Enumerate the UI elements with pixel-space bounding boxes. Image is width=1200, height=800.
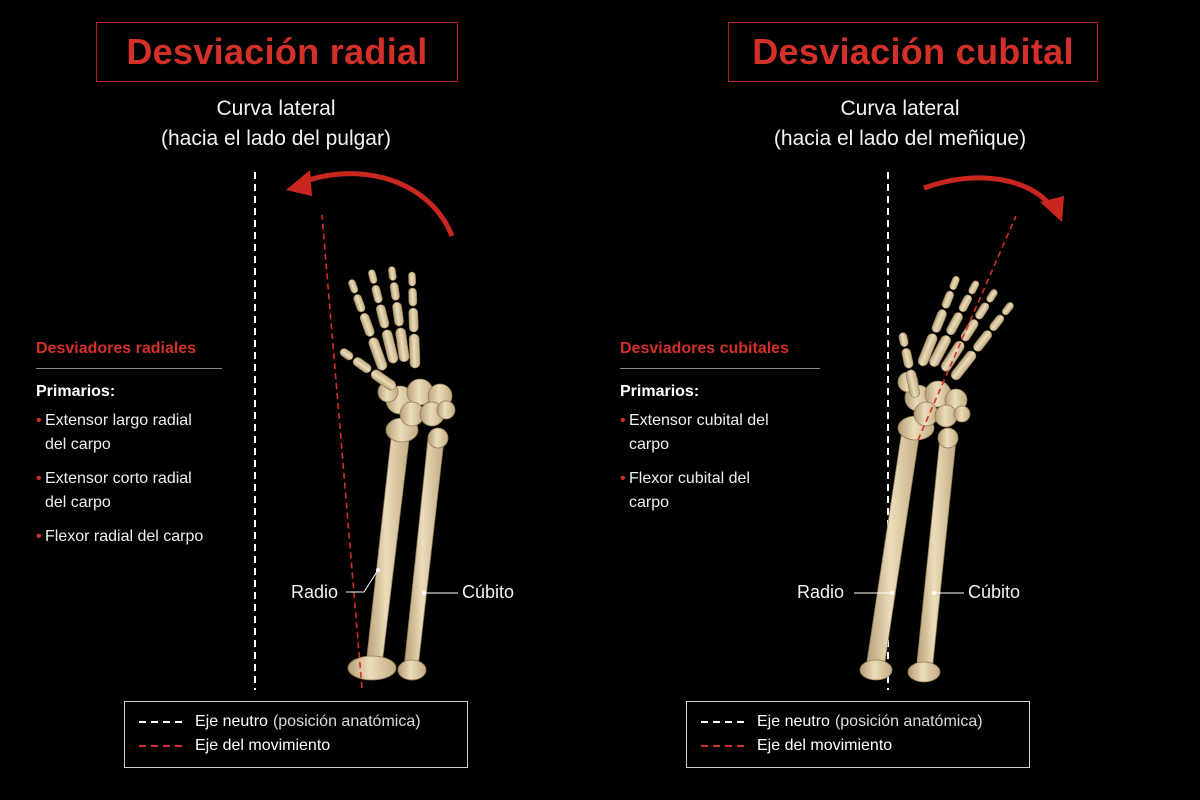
- list-item: Extensor corto radial del carpo: [36, 467, 195, 515]
- radial-forearm: [347, 417, 449, 681]
- radial-muscles-panel: Desviadores radiales Primarios: Extensor…: [36, 340, 266, 559]
- ulnar-radius-label: Radio: [797, 582, 845, 602]
- legend-movement-label: Eje del movimiento: [757, 737, 893, 754]
- divider: [620, 368, 820, 369]
- primary-label: Primarios:: [620, 383, 700, 400]
- radial-legend: Eje neutro (posición anatómica) Eje del …: [124, 701, 468, 768]
- radial-title: Desviación radial: [126, 31, 428, 72]
- radial-carpals: [377, 378, 456, 427]
- ulnar-subtitle: Curva lateral (hacia el lado del meñique…: [773, 97, 1027, 150]
- list-item: Extensor cubital del carpo: [620, 409, 779, 457]
- legend-movement-label: Eje del movimiento: [195, 737, 331, 754]
- legend-movement-swatch: [701, 745, 747, 747]
- list-item: Extensor largo radial del carpo: [36, 409, 195, 457]
- list-item: Flexor cubital del carpo: [620, 467, 759, 515]
- ulnar-legend: Eje neutro (posición anatómica) Eje del …: [686, 701, 1030, 768]
- radial-muscle-list: Extensor largo radial del carpo Extensor…: [36, 409, 266, 549]
- primary-label: Primarios:: [36, 383, 116, 400]
- legend-neutral-swatch: [139, 721, 185, 723]
- legend-neutral-swatch: [701, 721, 747, 723]
- ulnar-movement-axis: [917, 215, 1017, 441]
- legend-neutral-label: Eje neutro: [757, 713, 830, 730]
- ulnar-title-box: Desviación cubital: [728, 22, 1098, 82]
- radial-radius-label: Radio: [291, 582, 339, 602]
- legend-neutral-note: (posición anatómica): [834, 713, 983, 730]
- ulnar-fingers: [898, 274, 1017, 398]
- divider: [36, 368, 222, 369]
- radial-fingers: [339, 265, 421, 391]
- ulnar-muscles-title: Desviadores cubitales: [620, 340, 789, 357]
- ulnar-muscles-panel: Desviadores cubitales Primarios: Extenso…: [620, 340, 850, 525]
- ulnar-title: Desviación cubital: [752, 31, 1074, 72]
- legend-neutral-note: (posición anatómica): [272, 713, 421, 730]
- legend-row-neutral: Eje neutro (posición anatómica): [139, 710, 453, 734]
- radial-ulna-label: Cúbito: [462, 582, 515, 602]
- ulnar-forearm: [859, 415, 959, 683]
- radial-movement-axis: [321, 214, 363, 689]
- curved-arrow-right-icon: [923, 175, 1064, 222]
- legend-row-movement: Eje del movimiento: [701, 734, 1015, 758]
- radial-muscles-title: Desviadores radiales: [36, 340, 197, 357]
- radial-title-box: Desviación radial: [96, 22, 458, 82]
- radial-subtitle: Curva lateral (hacia el lado del pulgar): [161, 97, 391, 150]
- legend-row-neutral: Eje neutro (posición anatómica): [701, 710, 1015, 734]
- ulnar-ulna-label: Cúbito: [968, 582, 1021, 602]
- legend-neutral-label: Eje neutro: [195, 713, 268, 730]
- legend-row-movement: Eje del movimiento: [139, 734, 453, 758]
- legend-movement-swatch: [139, 745, 185, 747]
- list-item: Flexor radial del carpo: [36, 525, 266, 549]
- curved-arrow-left-icon: [286, 170, 455, 237]
- ulnar-muscle-list: Extensor cubital del carpo Flexor cubita…: [620, 409, 850, 515]
